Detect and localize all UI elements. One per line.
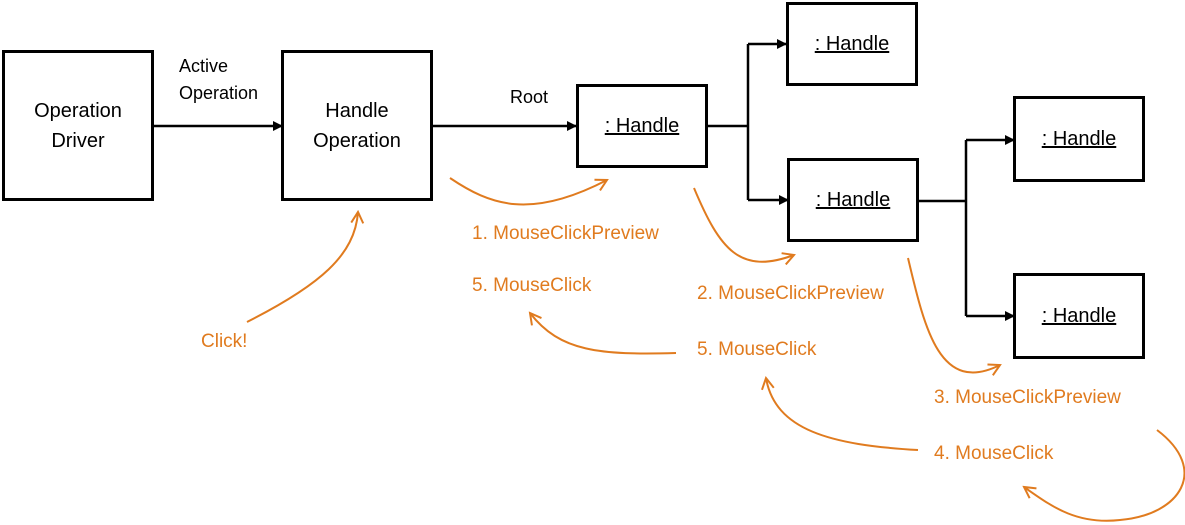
event-label-preview-1: 1. MouseClickPreview [472, 223, 659, 244]
arrow-preview-3 [907, 257, 1000, 372]
edge-label-root: Root [510, 87, 549, 107]
handle-right-bottom-label: : Handle [1041, 304, 1117, 327]
handle-right-top-label: : Handle [1041, 127, 1117, 150]
edge-mid-to-children [917, 140, 968, 316]
root-handle-box: : Handle [576, 84, 708, 168]
edge-label-active-operation: Active Operation [179, 56, 259, 103]
event-label-click-4: 4. MouseClick [934, 443, 1054, 464]
handle-mid-label: : Handle [815, 188, 891, 211]
handle-operation-box: Handle Operation [281, 50, 433, 201]
handle-operation-label: Handle Operation [313, 99, 401, 152]
event-label-preview-3: 3. MouseClickPreview [934, 387, 1121, 408]
handle-top-box: : Handle [786, 2, 918, 86]
operation-driver-box: Operation Driver [2, 50, 154, 201]
handle-right-bottom-box: : Handle [1013, 273, 1145, 359]
event-label-click: Click! [201, 331, 248, 352]
arrow-click-4 [1024, 429, 1185, 522]
arrow-click [246, 212, 358, 323]
handle-right-top-box: : Handle [1013, 96, 1145, 182]
handle-mid-box: : Handle [787, 158, 919, 242]
handle-top-label: : Handle [814, 32, 890, 55]
arrow-click-5-left [530, 313, 677, 355]
arrow-preview-2 [693, 187, 794, 262]
event-label-click-5-right: 5. MouseClick [697, 339, 817, 360]
edge-root-to-children [707, 44, 750, 200]
event-label-click-5-left: 5. MouseClick [472, 275, 592, 296]
arrow-click-5-right [766, 378, 919, 451]
operation-driver-label: Operation Driver [34, 99, 122, 152]
root-handle-label: : Handle [604, 114, 680, 137]
event-label-preview-2: 2. MouseClickPreview [697, 283, 884, 304]
arrow-preview-1 [449, 177, 607, 206]
